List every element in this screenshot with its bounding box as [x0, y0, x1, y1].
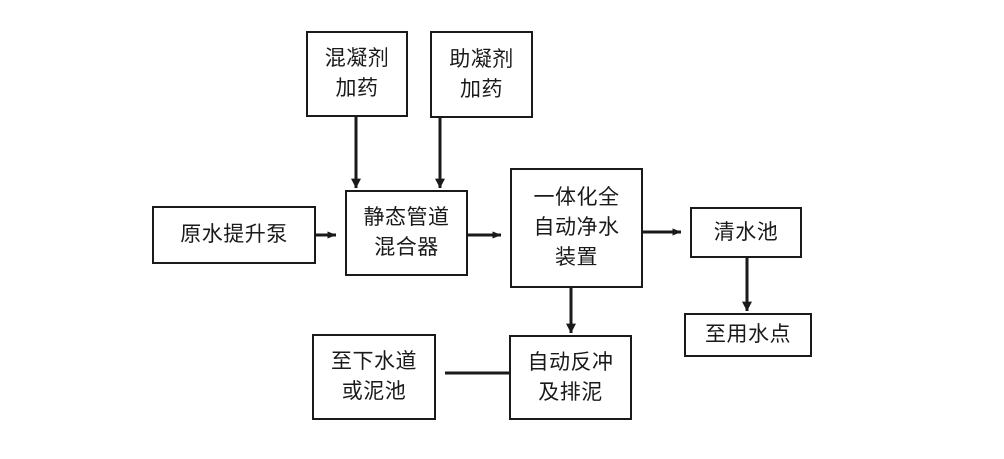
node-label: 一体化全 自动净水 装置: [533, 185, 620, 269]
node-auto-backwash-and-sludge-discharge: 自动反冲 及排泥: [509, 335, 632, 420]
node-flocculant-dosing: 助凝剂 加药: [430, 31, 533, 118]
node-to-use-point: 至用水点: [684, 313, 812, 357]
node-integrated-purification-unit: 一体化全 自动净水 装置: [510, 168, 643, 288]
node-label: 原水提升泵: [180, 222, 288, 247]
node-label: 至用水点: [705, 322, 791, 347]
node-clear-water-tank: 清水池: [690, 207, 802, 258]
node-coagulant-dosing: 混凝剂 加药: [306, 31, 408, 117]
node-label: 静态管道 混合器: [363, 205, 450, 259]
node-raw-water-pump: 原水提升泵: [152, 206, 316, 264]
node-label: 混凝剂 加药: [324, 46, 390, 100]
node-label: 助凝剂 加药: [449, 46, 514, 101]
node-label: 清水池: [713, 219, 779, 244]
node-label: 至下水道 或泥池: [331, 349, 417, 403]
node-static-mixer: 静态管道 混合器: [345, 190, 468, 276]
node-label: 自动反冲 及排泥: [527, 349, 614, 404]
node-to-sewer-or-sludge-pond: 至下水道 或泥池: [312, 334, 436, 420]
